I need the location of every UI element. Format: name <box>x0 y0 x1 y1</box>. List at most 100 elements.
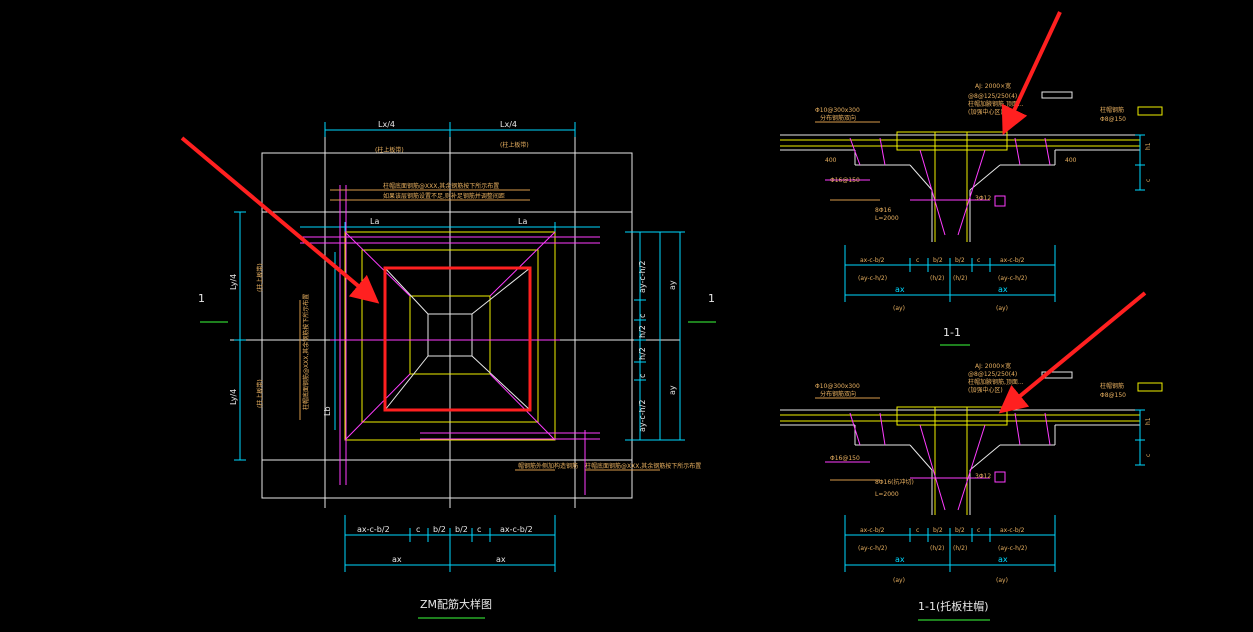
s1-chain-5: ax-c-b/2 <box>1000 257 1025 264</box>
s1-chain-3: b/2 <box>955 257 965 264</box>
section-1-view: Φ10@300x300 分布钢筋双向 Φ16@150 8Φ16 L=2000 3… <box>780 82 1163 346</box>
s2-chain2-0: (ay-c-h/2) <box>858 545 887 552</box>
s2-chain-0: ax-c-b/2 <box>860 527 885 534</box>
s2-right-note: 柱帽钢筋 <box>1100 382 1124 390</box>
red-arrow-section1 <box>1001 11 1062 136</box>
s1-bars: 8Φ16 <box>875 207 891 214</box>
s2-chain-4: c <box>977 527 980 534</box>
s1-total2-1: (ay) <box>996 305 1008 312</box>
bottom-ax-right: ax <box>496 555 506 564</box>
left-sub-top: (柱上板带) <box>256 263 264 292</box>
plan-outer-frame <box>261 152 633 499</box>
dim-la-left: La <box>370 217 379 226</box>
s1-chain-1: c <box>916 257 919 264</box>
s2-chain-1: c <box>916 527 919 534</box>
right-chain-2: h/2 <box>638 325 647 338</box>
section-mark-left: 1 <box>198 292 205 305</box>
highlight-box <box>383 266 532 412</box>
right-chain-4: c <box>638 374 647 378</box>
s1-c: c <box>1145 179 1152 182</box>
plan-note-0: 柱帽底面钢筋@XXX,其余钢筋按下所示布置 <box>383 182 499 190</box>
s2-total2-0: (ay) <box>893 577 905 584</box>
dim-lx-left: Lx/4 <box>378 120 395 129</box>
section-mark-right: 1 <box>708 292 715 305</box>
top-sub-right: (柱上板带) <box>500 141 529 149</box>
drop-panel-outline <box>409 295 491 375</box>
bottom-chain-1: c <box>416 525 420 534</box>
s2-right-note2: Φ8@150 <box>1100 392 1126 399</box>
s1-note-top2: @8@125/250(4) <box>968 93 1017 100</box>
plan-note-1: 如果该层钢筋设置不足,则补足钢筋并调整间距 <box>383 192 505 200</box>
s2-chain-5: ax-c-b/2 <box>1000 527 1025 534</box>
plan-note-3: 帽钢筋外侧加构造钢筋 <box>518 462 578 470</box>
plan-note-4: 柱帽底面钢筋@XXX,其余钢筋按下所示布置 <box>585 462 701 470</box>
section-2-view: Φ10@300x300 分布钢筋双向 Φ16@150 8Φ16(抗冲切) L=2… <box>780 362 1163 621</box>
section1-title: 1-1 <box>943 326 961 339</box>
s2-rebar-top: Φ10@300x300 <box>815 383 860 390</box>
dim-ay-top: ay <box>668 280 677 290</box>
dim-ly-top: Ly/4 <box>229 274 238 290</box>
plan-title: ZM配筋大样图 <box>420 597 492 611</box>
bottom-ax-left: ax <box>392 555 402 564</box>
capital-outline <box>344 231 556 441</box>
s2-h1: h1 <box>1145 417 1152 425</box>
s1-note-top4: (加强中心区) <box>968 108 1003 116</box>
plan-view: Lx/4 Lx/4 (柱上板带) (柱上板带) La La Lb Ly/4 Ly… <box>198 120 716 619</box>
s2-length: L=2000 <box>875 491 899 498</box>
s1-chain2-1: (h/2) <box>930 275 944 282</box>
s1-total-0: ax <box>895 285 905 294</box>
bottom-chain-3: b/2 <box>455 525 468 534</box>
s2-chain-3: b/2 <box>955 527 965 534</box>
s1-tie: 3Φ12 <box>975 195 991 202</box>
s1-chain-2: b/2 <box>933 257 943 264</box>
s2-c: c <box>1145 454 1152 457</box>
s2-total2-1: (ay) <box>996 577 1008 584</box>
s1-total-1: ax <box>998 285 1008 294</box>
s1-right-note: 柱帽钢筋 <box>1100 106 1124 114</box>
s2-note-top4: (加强中心区) <box>968 386 1003 394</box>
column-outline <box>427 313 473 357</box>
s1-dim400-left: 400 <box>825 157 837 164</box>
plan-note-2: 柱帽底面钢筋@XXX,其余钢筋按下所示布置 <box>302 294 310 410</box>
s1-rebar-top-sub: 分布钢筋双向 <box>820 114 856 122</box>
s1-rebar-top: Φ10@300x300 <box>815 107 860 114</box>
dim-ay-bottom: ay <box>668 385 677 395</box>
s2-note-top: AJ: 2000×宽 <box>975 362 1011 370</box>
section2-title: 1-1(托板柱帽) <box>918 599 989 613</box>
s1-note-top3: 柱帽加腋钢筋,顶面... <box>968 100 1024 108</box>
s1-dim400-right: 400 <box>1065 157 1077 164</box>
left-sub-bottom: (柱上板带) <box>256 379 264 408</box>
s2-rebar-top-sub: 分布钢筋双向 <box>820 390 856 398</box>
right-chain-0: ay-c-h/2 <box>638 260 647 293</box>
s1-note-top: AJ: 2000×宽 <box>975 82 1011 90</box>
red-arrow-plan <box>180 136 380 304</box>
s2-chain2-1: (h/2) <box>930 545 944 552</box>
s1-right-note2: Φ8@150 <box>1100 116 1126 123</box>
top-sub-left: (柱上板带) <box>375 146 404 154</box>
s1-chain2-3: (ay-c-h/2) <box>998 275 1027 282</box>
s2-note-top3: 柱帽加腋钢筋,顶面... <box>968 378 1024 386</box>
s1-h1: h1 <box>1145 142 1152 150</box>
s2-total-0: ax <box>895 555 905 564</box>
bottom-chain-2: b/2 <box>433 525 446 534</box>
dim-lb: Lb <box>323 406 332 416</box>
right-chain-3: h/2 <box>638 347 647 360</box>
s2-tie: 3Φ12 <box>975 473 991 480</box>
dim-lx-right: Lx/4 <box>500 120 517 129</box>
right-chain-1: c <box>638 314 647 318</box>
s2-stirrup: Φ16@150 <box>830 455 860 462</box>
s2-chain2-2: (h/2) <box>953 545 967 552</box>
s1-chain-0: ax-c-b/2 <box>860 257 885 264</box>
bottom-chain-0: ax-c-b/2 <box>357 525 390 534</box>
s1-chain2-0: (ay-c-h/2) <box>858 275 887 282</box>
bottom-chain-5: ax-c-b/2 <box>500 525 533 534</box>
s1-stirrup: Φ16@150 <box>830 177 860 184</box>
s1-chain2-2: (h/2) <box>953 275 967 282</box>
s2-chain2-3: (ay-c-h/2) <box>998 545 1027 552</box>
right-chain-5: ay-c-h/2 <box>638 399 647 432</box>
red-arrow-section2 <box>998 291 1147 414</box>
s2-note-top2: @8@125/250(4) <box>968 371 1017 378</box>
dim-ly-bottom: Ly/4 <box>229 389 238 405</box>
s1-total2-0: (ay) <box>893 305 905 312</box>
